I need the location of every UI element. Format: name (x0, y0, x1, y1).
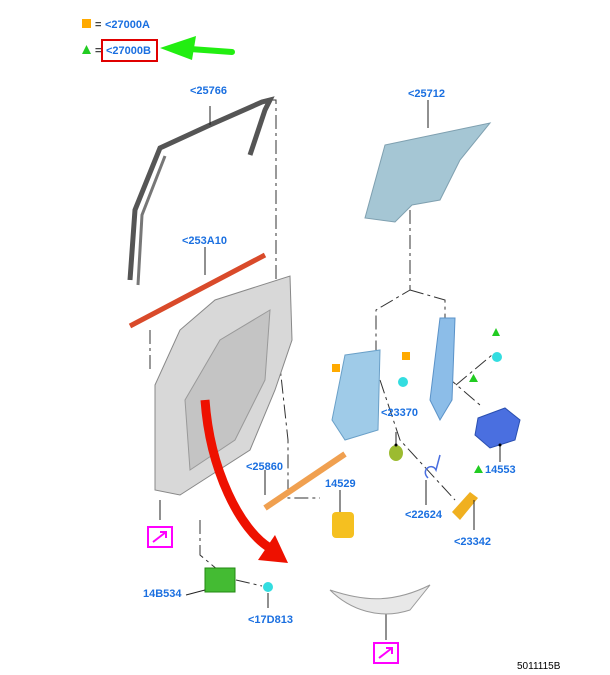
part-label-17D813[interactable]: <17D813 (248, 614, 293, 626)
glass-run-channel[interactable] (127, 96, 275, 281)
spring-clip[interactable] (424, 454, 441, 479)
part-label-14553[interactable]: 14553 (485, 464, 516, 476)
triangle-marker-icon (474, 465, 483, 473)
red-arrow-icon (200, 399, 273, 552)
switch[interactable] (332, 512, 354, 538)
control-module[interactable] (204, 567, 236, 593)
triangle-marker-icon (469, 374, 478, 382)
part-label-25712[interactable]: <25712 (408, 88, 445, 100)
part-label-23370[interactable]: <23370 (381, 407, 418, 419)
legend-triangle-label[interactable]: <27000B (106, 45, 151, 57)
window-crank-handle[interactable] (452, 492, 478, 520)
part-label-253A10[interactable]: <253A10 (182, 235, 227, 247)
regulator-motor[interactable] (474, 407, 521, 449)
green-arrow-head-icon (160, 36, 196, 60)
armrest-trim[interactable] (329, 584, 431, 615)
outer-weatherstrip[interactable] (263, 451, 347, 511)
clip-icon[interactable] (263, 582, 273, 592)
part-label-25860[interactable]: <25860 (246, 461, 283, 473)
figure-number: 5011115B (517, 661, 561, 672)
callout-arrow-icon[interactable] (373, 642, 399, 664)
window-regulator-left[interactable] (331, 349, 381, 441)
bolt-icon[interactable] (492, 352, 502, 362)
callout-arrow-icon[interactable] (147, 526, 173, 548)
window-glass[interactable] (364, 122, 492, 223)
square-marker-icon (402, 352, 410, 360)
window-regulator-right[interactable] (429, 317, 456, 422)
bolt-icon[interactable] (398, 377, 408, 387)
square-marker-icon (332, 364, 340, 372)
triangle-marker-icon (82, 45, 91, 54)
square-marker-icon (82, 19, 91, 28)
washer[interactable] (389, 445, 403, 461)
part-label-23342[interactable]: <23342 (454, 536, 491, 548)
triangle-marker-icon (492, 328, 500, 336)
legend-equals: = (95, 45, 101, 57)
part-label-14529[interactable]: 14529 (325, 478, 356, 490)
legend-square-label[interactable]: <27000A (105, 19, 150, 31)
part-label-14B534[interactable]: 14B534 (143, 588, 182, 600)
part-label-25766[interactable]: <25766 (190, 85, 227, 97)
highlight-box (101, 39, 158, 62)
belt-weatherstrip[interactable] (128, 252, 267, 329)
green-arrow-icon (187, 46, 235, 55)
legend-equals: = (95, 19, 101, 31)
part-label-22624[interactable]: <22624 (405, 509, 443, 521)
